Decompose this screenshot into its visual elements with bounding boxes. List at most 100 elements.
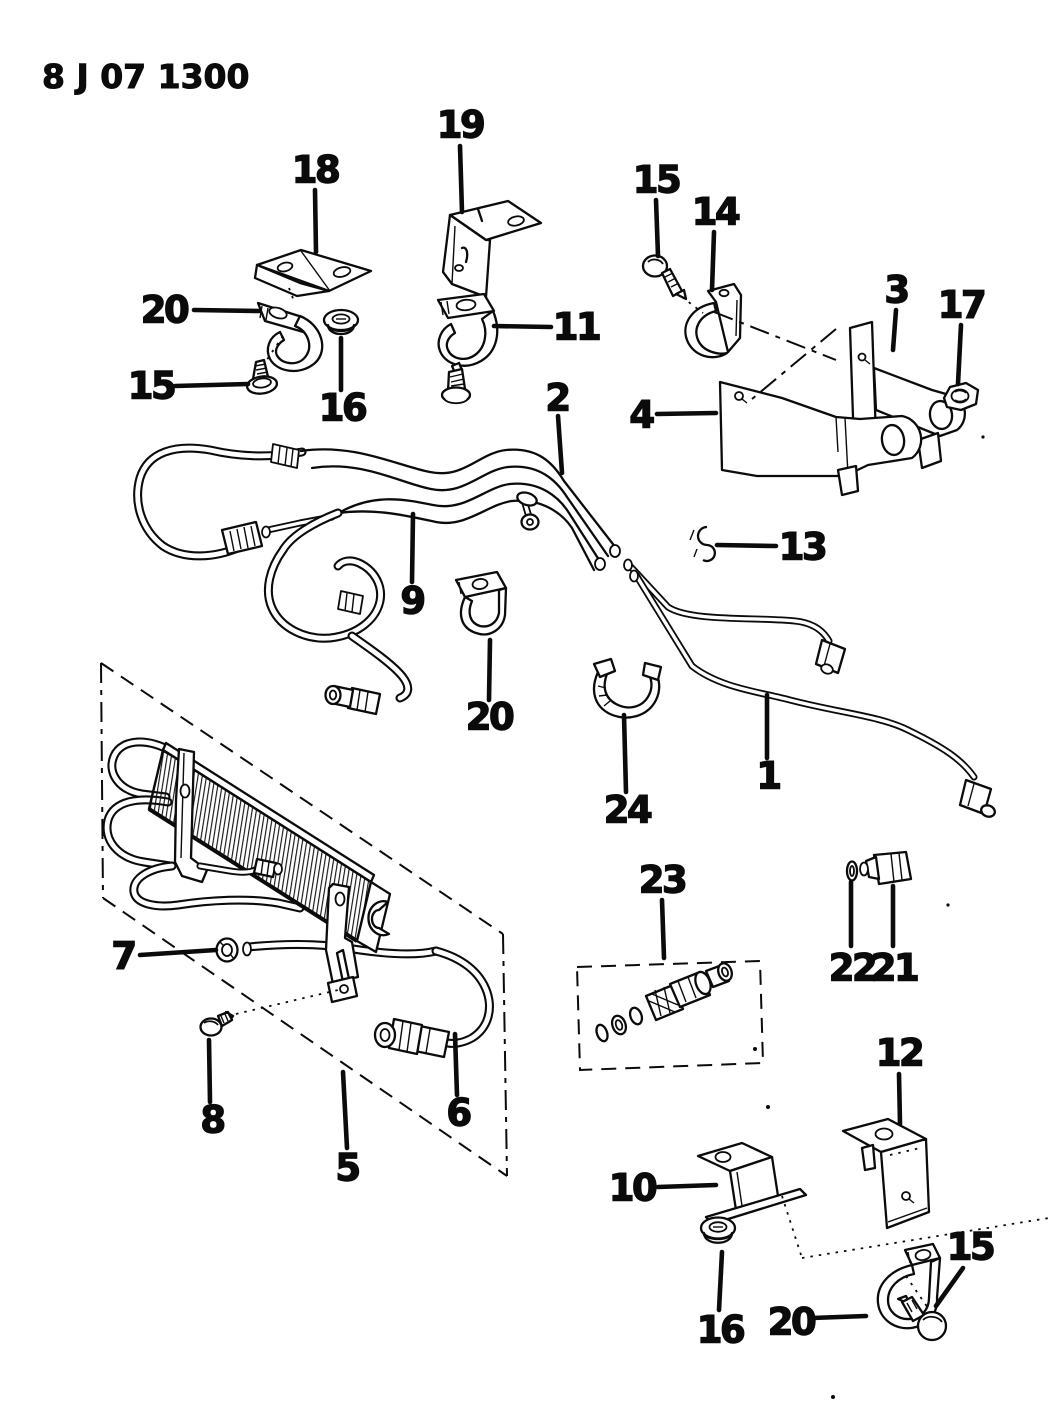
- speck: [946, 903, 950, 907]
- callout-leader: [890, 307, 899, 353]
- oil-cooler: [102, 737, 494, 1059]
- bracket-18: [253, 248, 373, 298]
- callout-leader: [655, 1182, 719, 1190]
- screw-below-11: [440, 361, 472, 405]
- callout-label: 10: [609, 1167, 656, 1210]
- callout-label: 3: [884, 269, 907, 312]
- screw-8: [199, 989, 339, 1037]
- callout-2: 2: [545, 376, 572, 476]
- callout-label: 24: [604, 789, 652, 832]
- nut-17: [942, 381, 980, 412]
- callout-label: 11: [553, 306, 600, 349]
- fitting-kit-23: [575, 959, 765, 1072]
- callout-leader: [621, 712, 629, 795]
- cooler-boundary: [100, 662, 508, 1177]
- align-dots-20-15-bottom: [905, 1275, 929, 1309]
- align-line-14-3: [713, 311, 837, 361]
- callout-label: 5: [335, 1147, 359, 1190]
- callout-label: 7: [111, 935, 134, 978]
- screw-15-bottom: [896, 1294, 948, 1342]
- callout-label: 12: [876, 1032, 923, 1075]
- callout-leader: [955, 322, 964, 387]
- callout-leader: [555, 413, 565, 476]
- callout-18: 18: [291, 148, 342, 255]
- callout-19: 19: [436, 103, 487, 215]
- callout-label: 20: [768, 1301, 815, 1344]
- screw-15-topleft: [245, 358, 279, 395]
- oil-cooler-lines-upper: [133, 443, 996, 818]
- callout-label: 20: [141, 289, 188, 332]
- clip-14: [684, 282, 743, 359]
- callout-label: 15: [633, 159, 680, 202]
- align-dots-18-20: [288, 287, 295, 302]
- callout-leader: [659, 897, 667, 961]
- callout-20: 20: [767, 1300, 869, 1344]
- callout-7: 7: [111, 934, 219, 978]
- callout-leader: [933, 1265, 966, 1309]
- callout-leader: [709, 229, 717, 293]
- callout-13: 13: [714, 525, 828, 569]
- callout-leader: [312, 187, 319, 255]
- callout-leader: [172, 381, 251, 389]
- callout-leader: [137, 947, 219, 958]
- callout-4: 4: [629, 393, 719, 437]
- callout-label: 19: [437, 104, 484, 147]
- callout-label: 1: [756, 755, 780, 798]
- callout-label: 15: [947, 1226, 994, 1269]
- callout-label: 16: [319, 387, 366, 430]
- callout-8: 8: [200, 1037, 228, 1142]
- bracket-10: [696, 1141, 808, 1226]
- callout-leader: [191, 307, 262, 314]
- o-ring-22: [845, 860, 859, 882]
- bracket-12: [841, 1117, 931, 1230]
- callout-6: 6: [446, 1031, 474, 1135]
- nut-16-bottom: [699, 1216, 737, 1244]
- speck: [766, 1105, 770, 1109]
- callout-leader: [452, 1031, 460, 1098]
- speck: [981, 435, 985, 439]
- clamp-20-top: [256, 301, 324, 373]
- clamp-20-bottom: [876, 1242, 942, 1330]
- callout-leader: [714, 542, 779, 549]
- callout-label: 9: [400, 580, 424, 623]
- callout-22: 22: [828, 879, 878, 990]
- callout-leader: [809, 1313, 869, 1321]
- callout-24: 24: [603, 712, 655, 832]
- callout-15: 15: [127, 364, 251, 408]
- callout-3: 3: [884, 268, 911, 353]
- callout-leader: [491, 323, 554, 330]
- callout-17: 17: [937, 283, 987, 387]
- clip-24: [592, 657, 663, 719]
- callout-15: 15: [632, 158, 683, 259]
- callout-label: 16: [697, 1309, 744, 1352]
- callout-label: 22: [829, 947, 876, 990]
- callout-leader: [653, 197, 661, 259]
- callout-label: 21: [871, 947, 918, 990]
- callout-leader: [340, 1069, 350, 1151]
- clip-20-middle: [454, 570, 508, 636]
- callout-11: 11: [491, 305, 603, 349]
- bracket-3: [848, 320, 966, 470]
- clamp-11: [436, 292, 499, 367]
- clip-13: [689, 525, 716, 563]
- bracket-4: [718, 380, 923, 497]
- align-dots-bottom: [801, 1217, 1048, 1259]
- callout-15: 15: [933, 1225, 997, 1309]
- callout-23: 23: [638, 858, 688, 961]
- callout-label: 15: [128, 365, 175, 408]
- callout-label: 6: [446, 1092, 470, 1135]
- callout-leader: [206, 1037, 213, 1105]
- callout-1: 1: [756, 692, 784, 798]
- speck: [753, 1047, 757, 1051]
- callout-5: 5: [335, 1069, 363, 1190]
- callout-10: 10: [608, 1166, 719, 1210]
- callout-leader: [654, 410, 719, 417]
- callout-label: 23: [639, 859, 686, 902]
- callout-label: 2: [545, 377, 568, 420]
- speck: [831, 1395, 835, 1399]
- callout-leader: [716, 1249, 725, 1313]
- screw-15-topright: [641, 254, 688, 301]
- callout-label: 18: [292, 149, 339, 192]
